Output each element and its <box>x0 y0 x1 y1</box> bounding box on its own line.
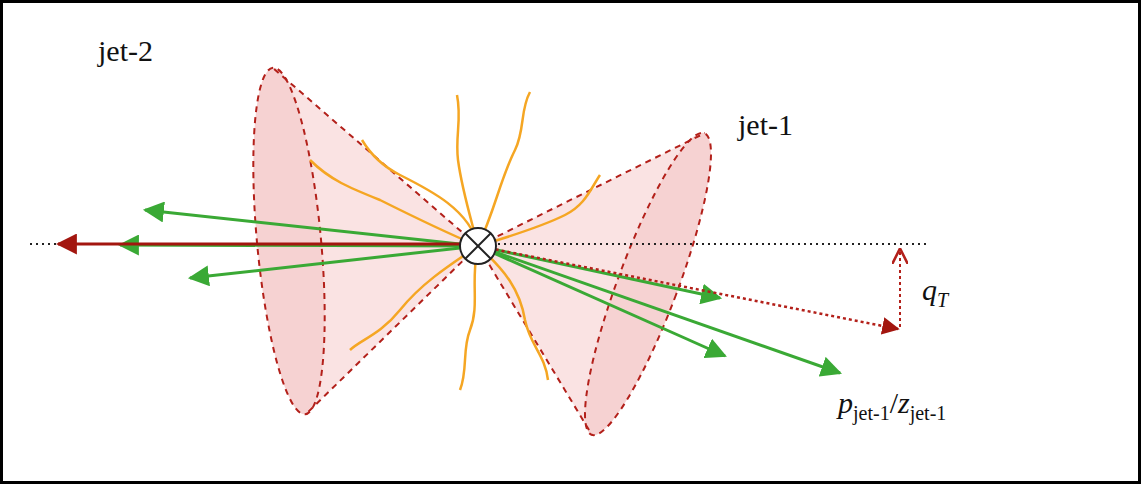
math-label: qT <box>922 275 948 305</box>
math-label: pjet-1/zjet-1 <box>838 388 946 418</box>
math-label: jet-2 <box>98 36 153 66</box>
math-label: jet-1 <box>738 110 793 140</box>
label-text: T <box>937 289 948 311</box>
label-text: p <box>838 386 853 419</box>
label-text: jet-1 <box>910 402 947 424</box>
label-text: q <box>922 273 937 306</box>
label-text: jet-2 <box>98 34 153 67</box>
label-text: / <box>890 386 898 419</box>
label-text: z <box>898 386 910 419</box>
label-text: jet-1 <box>738 108 793 141</box>
label-text: jet-1 <box>853 402 890 424</box>
